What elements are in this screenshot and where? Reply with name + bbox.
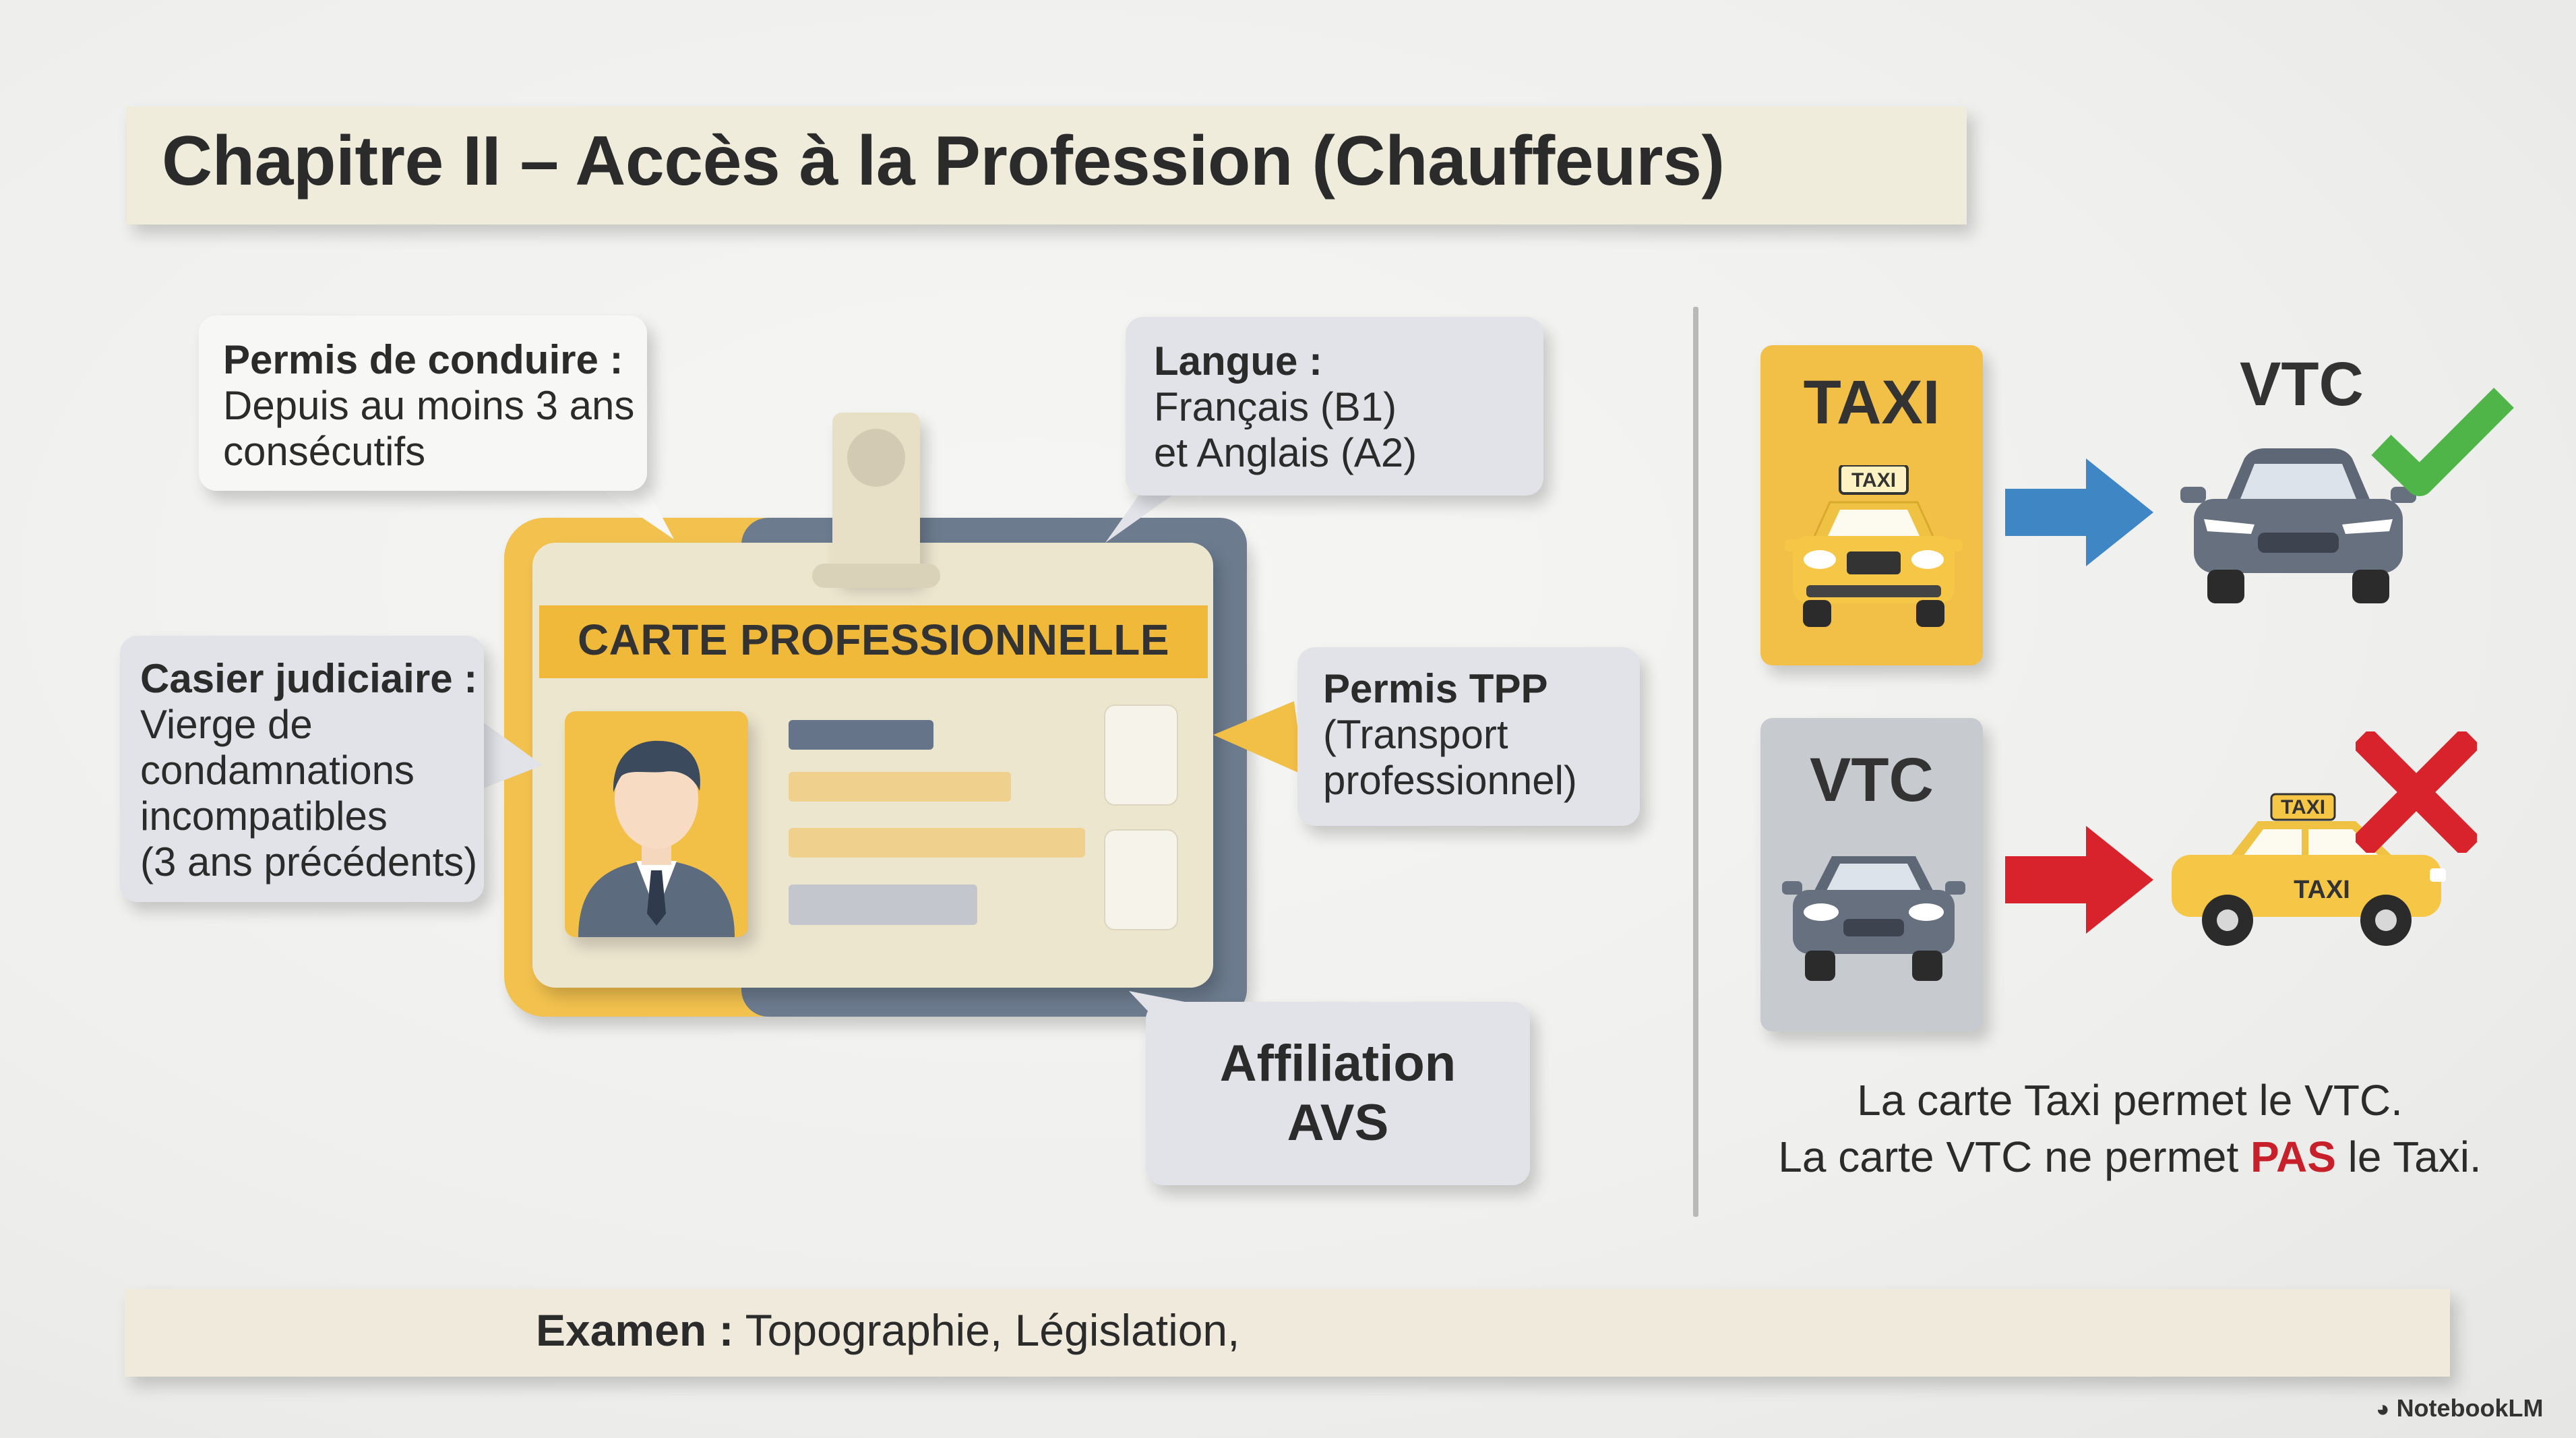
section-divider	[1693, 307, 1698, 1217]
callout-casier: Casier judiciaire : Vierge de condamnati…	[120, 636, 484, 902]
callout-avs-line: Affiliation	[1219, 1035, 1456, 1092]
taxi-car-front-icon: TAXI	[1785, 465, 1963, 627]
callout-tpp-line: professionnel)	[1323, 758, 1577, 803]
note-line-1: La carte Taxi permet le VTC.	[1857, 1076, 2403, 1125]
exam-banner	[125, 1289, 2450, 1377]
taxi-car-roof-sign: TAXI	[2281, 796, 2325, 818]
callout-avs-line: AVS	[1287, 1094, 1389, 1151]
callout-casier-line: incompatibles	[140, 793, 388, 839]
callout-permis-heading: Permis de conduire :	[223, 337, 623, 382]
card-info-bar	[789, 772, 1011, 802]
vtc-car-front-small-icon	[1782, 856, 1965, 981]
card-checkbox	[1104, 829, 1178, 930]
callout-tpp: Permis TPP (Transport professionnel)	[1297, 647, 1640, 826]
vtc-card-label: VTC	[1810, 746, 1934, 814]
card-info-bar	[789, 828, 1085, 858]
callout-avs: Affiliation AVS	[1146, 1002, 1530, 1185]
callout-tpp-heading: Permis TPP	[1323, 666, 1548, 711]
note-line-2-end: le Taxi.	[2335, 1133, 2482, 1181]
taxi-car-door-label: TAXI	[2294, 876, 2350, 904]
page-title: Chapitre II – Accès à la Profession (Cha…	[162, 122, 1725, 200]
card-checkbox	[1104, 705, 1178, 806]
arrow-right-red-icon	[2005, 826, 2153, 934]
callout-langue-line: et Anglais (A2)	[1154, 430, 1417, 475]
id-photo	[565, 711, 748, 937]
cross-icon	[2356, 731, 2477, 853]
exam-subjects: Topographie, Législation,	[733, 1305, 1240, 1355]
taxi-roof-sign: TAXI	[1851, 469, 1896, 491]
note-line-2: La carte VTC ne permet PAS le Taxi.	[1712, 1129, 2548, 1185]
card-header-band	[539, 605, 1208, 678]
callout-permis-line: consécutifs	[223, 429, 426, 474]
callout-casier-line: Vierge de	[140, 702, 313, 747]
callout-tpp-line: (Transport	[1323, 712, 1508, 757]
arrow-right-blue-icon	[2005, 458, 2153, 566]
brand-logo-icon: ◕	[2376, 1396, 2390, 1422]
card-name-bar	[789, 720, 933, 750]
callout-permis: Permis de conduire : Depuis au moins 3 a…	[199, 316, 647, 491]
person-icon	[578, 740, 735, 937]
callout-casier-heading: Casier judiciaire :	[140, 656, 478, 701]
taxi-car-side-icon: TAXI TAXI	[2172, 793, 2446, 946]
callout-langue-heading: Langue :	[1154, 338, 1322, 384]
note-emphasis-pas: PAS	[2250, 1133, 2336, 1181]
exam-label: Examen :	[536, 1305, 734, 1355]
callout-casier-line: (3 ans précédents)	[140, 839, 478, 885]
callout-langue: Langue : Français (B1) et Anglais (A2)	[1126, 317, 1543, 496]
title-banner	[127, 107, 1967, 224]
card-header-title: CARTE PROFESSIONNELLE	[577, 616, 1170, 664]
callout-permis-line: Depuis au moins 3 ans	[223, 383, 635, 428]
taxi-card-label: TAXI	[1803, 368, 1940, 437]
callout-casier-line: condamnations	[140, 748, 415, 793]
badge-clip-hole	[847, 429, 905, 487]
note-line-2-start: La carte VTC ne permet	[1778, 1133, 2251, 1181]
exam-text: Examen : Topographie, Législation,	[536, 1305, 1239, 1356]
callout-langue-line: Français (B1)	[1154, 384, 1397, 429]
comparison-note: La carte Taxi permet le VTC. La carte VT…	[1712, 1072, 2548, 1185]
brand-name: NotebookLM	[2396, 1394, 2544, 1422]
brand-watermark: ◕ NotebookLM	[2376, 1394, 2544, 1422]
vtc-target-label: VTC	[2240, 350, 2364, 419]
badge-slot	[812, 564, 940, 588]
check-icon	[2371, 388, 2514, 496]
card-info-bar	[789, 885, 977, 925]
